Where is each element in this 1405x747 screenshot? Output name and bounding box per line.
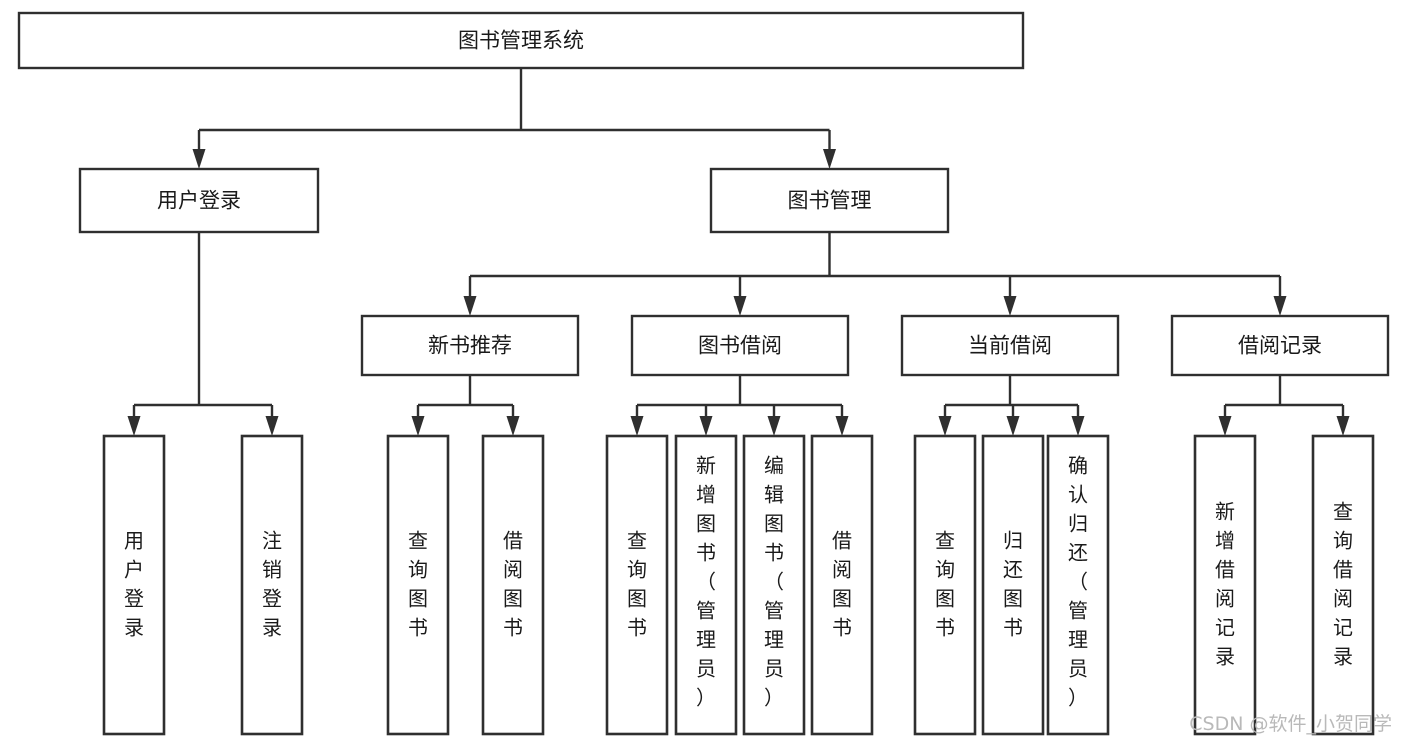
- node-box-l3_add_record: [1193, 434, 1257, 736]
- node-box-l3_query_book_c: [913, 434, 977, 736]
- node-label-l3_return_book: 归还图书: [1003, 528, 1023, 639]
- arrow-head-l3_query_book_a: [411, 416, 425, 436]
- node-box-l3_return_book: [981, 434, 1045, 736]
- arrow-head-l2_new_book_rec: [463, 296, 477, 316]
- node-box-l3_query_record: [1311, 434, 1375, 736]
- node-layer: 图书管理系统用户登录图书管理新书推荐图书借阅当前借阅借阅记录用户登录注销登录查询…: [17, 11, 1390, 736]
- node-label-l3_borrow_book_a: 借阅图书: [503, 528, 523, 639]
- arrow-head-l3_add_book: [699, 416, 713, 436]
- node-box-l2_book_borrow: [630, 314, 850, 377]
- node-label-l3_add_record: 新增借阅记录: [1215, 499, 1235, 668]
- arrow-head-l3_borrow_book_a: [506, 416, 520, 436]
- node-label-l3_confirm_return: 确认归还（管理员）: [1068, 453, 1088, 709]
- arrow-head-l3_query_record: [1336, 416, 1350, 436]
- node-box-l2_borrow_record: [1170, 314, 1390, 377]
- node-box-l3_confirm_return: [1046, 434, 1110, 736]
- node-label-l2_borrow_record: 借阅记录: [1238, 334, 1322, 358]
- node-l2_current_borrow[interactable]: 当前借阅: [900, 314, 1120, 377]
- node-l2_borrow_record[interactable]: 借阅记录: [1170, 314, 1390, 377]
- arrow-head-l3_edit_book: [767, 416, 781, 436]
- arrow-head-l1_user_login: [192, 149, 206, 169]
- node-box-l3_borrow_book_b: [810, 434, 874, 736]
- arrow-head-l2_current_borrow: [1003, 296, 1017, 316]
- node-box-l3_logout: [240, 434, 304, 736]
- node-l3_query_book_b[interactable]: 查询图书: [605, 434, 669, 736]
- node-label-l1_book_mgmt: 图书管理: [788, 189, 872, 213]
- arrow-head-l2_borrow_record: [1273, 296, 1287, 316]
- node-label-l1_user_login: 用户登录: [157, 189, 241, 213]
- node-label-l2_new_book_rec: 新书推荐: [428, 334, 512, 358]
- node-root[interactable]: 图书管理系统: [17, 11, 1025, 70]
- arrow-head-l3_return_book: [1006, 416, 1020, 436]
- node-l1_user_login[interactable]: 用户登录: [78, 167, 320, 234]
- arrow-head-l3_logout: [265, 416, 279, 436]
- node-box-l3_user_login: [102, 434, 166, 736]
- node-label-l2_book_borrow: 图书借阅: [698, 334, 782, 358]
- node-label-l3_query_book_b: 查询图书: [627, 528, 647, 639]
- node-l3_logout[interactable]: 注销登录: [240, 434, 304, 736]
- node-l3_borrow_book_a[interactable]: 借阅图书: [481, 434, 545, 736]
- node-label-l3_query_record: 查询借阅记录: [1333, 499, 1353, 668]
- node-l1_book_mgmt[interactable]: 图书管理: [709, 167, 950, 234]
- node-box-l2_new_book_rec: [360, 314, 580, 377]
- node-l3_borrow_book_b[interactable]: 借阅图书: [810, 434, 874, 736]
- node-box-l1_user_login: [78, 167, 320, 234]
- node-box-l3_add_book: [674, 434, 738, 736]
- node-l2_book_borrow[interactable]: 图书借阅: [630, 314, 850, 377]
- node-l2_new_book_rec[interactable]: 新书推荐: [360, 314, 580, 377]
- node-box-l3_query_book_a: [386, 434, 450, 736]
- node-l3_return_book[interactable]: 归还图书: [981, 434, 1045, 736]
- node-box-l3_borrow_book_a: [481, 434, 545, 736]
- node-label-l3_borrow_book_b: 借阅图书: [832, 528, 852, 639]
- node-label-l3_query_book_c: 查询图书: [935, 528, 955, 639]
- edge-layer: [127, 68, 1350, 436]
- arrow-head-l3_user_login: [127, 416, 141, 436]
- node-l3_edit_book[interactable]: 编辑图书（管理员）: [742, 434, 806, 736]
- arrow-head-l1_book_mgmt: [823, 149, 836, 169]
- node-label-root: 图书管理系统: [458, 29, 584, 53]
- arrow-head-l3_query_book_c: [938, 416, 952, 436]
- arrow-head-l3_borrow_book_b: [835, 416, 849, 436]
- node-box-l3_query_book_b: [605, 434, 669, 736]
- node-l3_confirm_return[interactable]: 确认归还（管理员）: [1046, 434, 1110, 736]
- node-box-root: [17, 11, 1025, 70]
- csdn-watermark: CSDN @软件_小贺同学: [1189, 713, 1392, 735]
- node-l3_query_record[interactable]: 查询借阅记录: [1311, 434, 1375, 736]
- arrow-head-l3_query_book_b: [630, 416, 644, 436]
- watermark-layer: CSDN @软件_小贺同学: [1189, 713, 1392, 735]
- node-l3_add_record[interactable]: 新增借阅记录: [1193, 434, 1257, 736]
- node-label-l2_current_borrow: 当前借阅: [968, 334, 1052, 358]
- node-label-l3_edit_book: 编辑图书（管理员）: [764, 453, 784, 709]
- node-label-l3_user_login: 用户登录: [124, 528, 144, 639]
- node-label-l3_add_book: 新增图书（管理员）: [696, 453, 716, 709]
- arrow-head-l2_book_borrow: [733, 296, 747, 316]
- node-box-l3_edit_book: [742, 434, 806, 736]
- node-l3_query_book_a[interactable]: 查询图书: [386, 434, 450, 736]
- node-l3_query_book_c[interactable]: 查询图书: [913, 434, 977, 736]
- node-box-l1_book_mgmt: [709, 167, 950, 234]
- arrow-head-l3_add_record: [1218, 416, 1232, 436]
- node-label-l3_query_book_a: 查询图书: [408, 528, 428, 639]
- node-box-l2_current_borrow: [900, 314, 1120, 377]
- node-l3_user_login[interactable]: 用户登录: [102, 434, 166, 736]
- node-l3_add_book[interactable]: 新增图书（管理员）: [674, 434, 738, 736]
- node-label-l3_logout: 注销登录: [262, 528, 282, 639]
- arrow-head-l3_confirm_return: [1071, 416, 1085, 436]
